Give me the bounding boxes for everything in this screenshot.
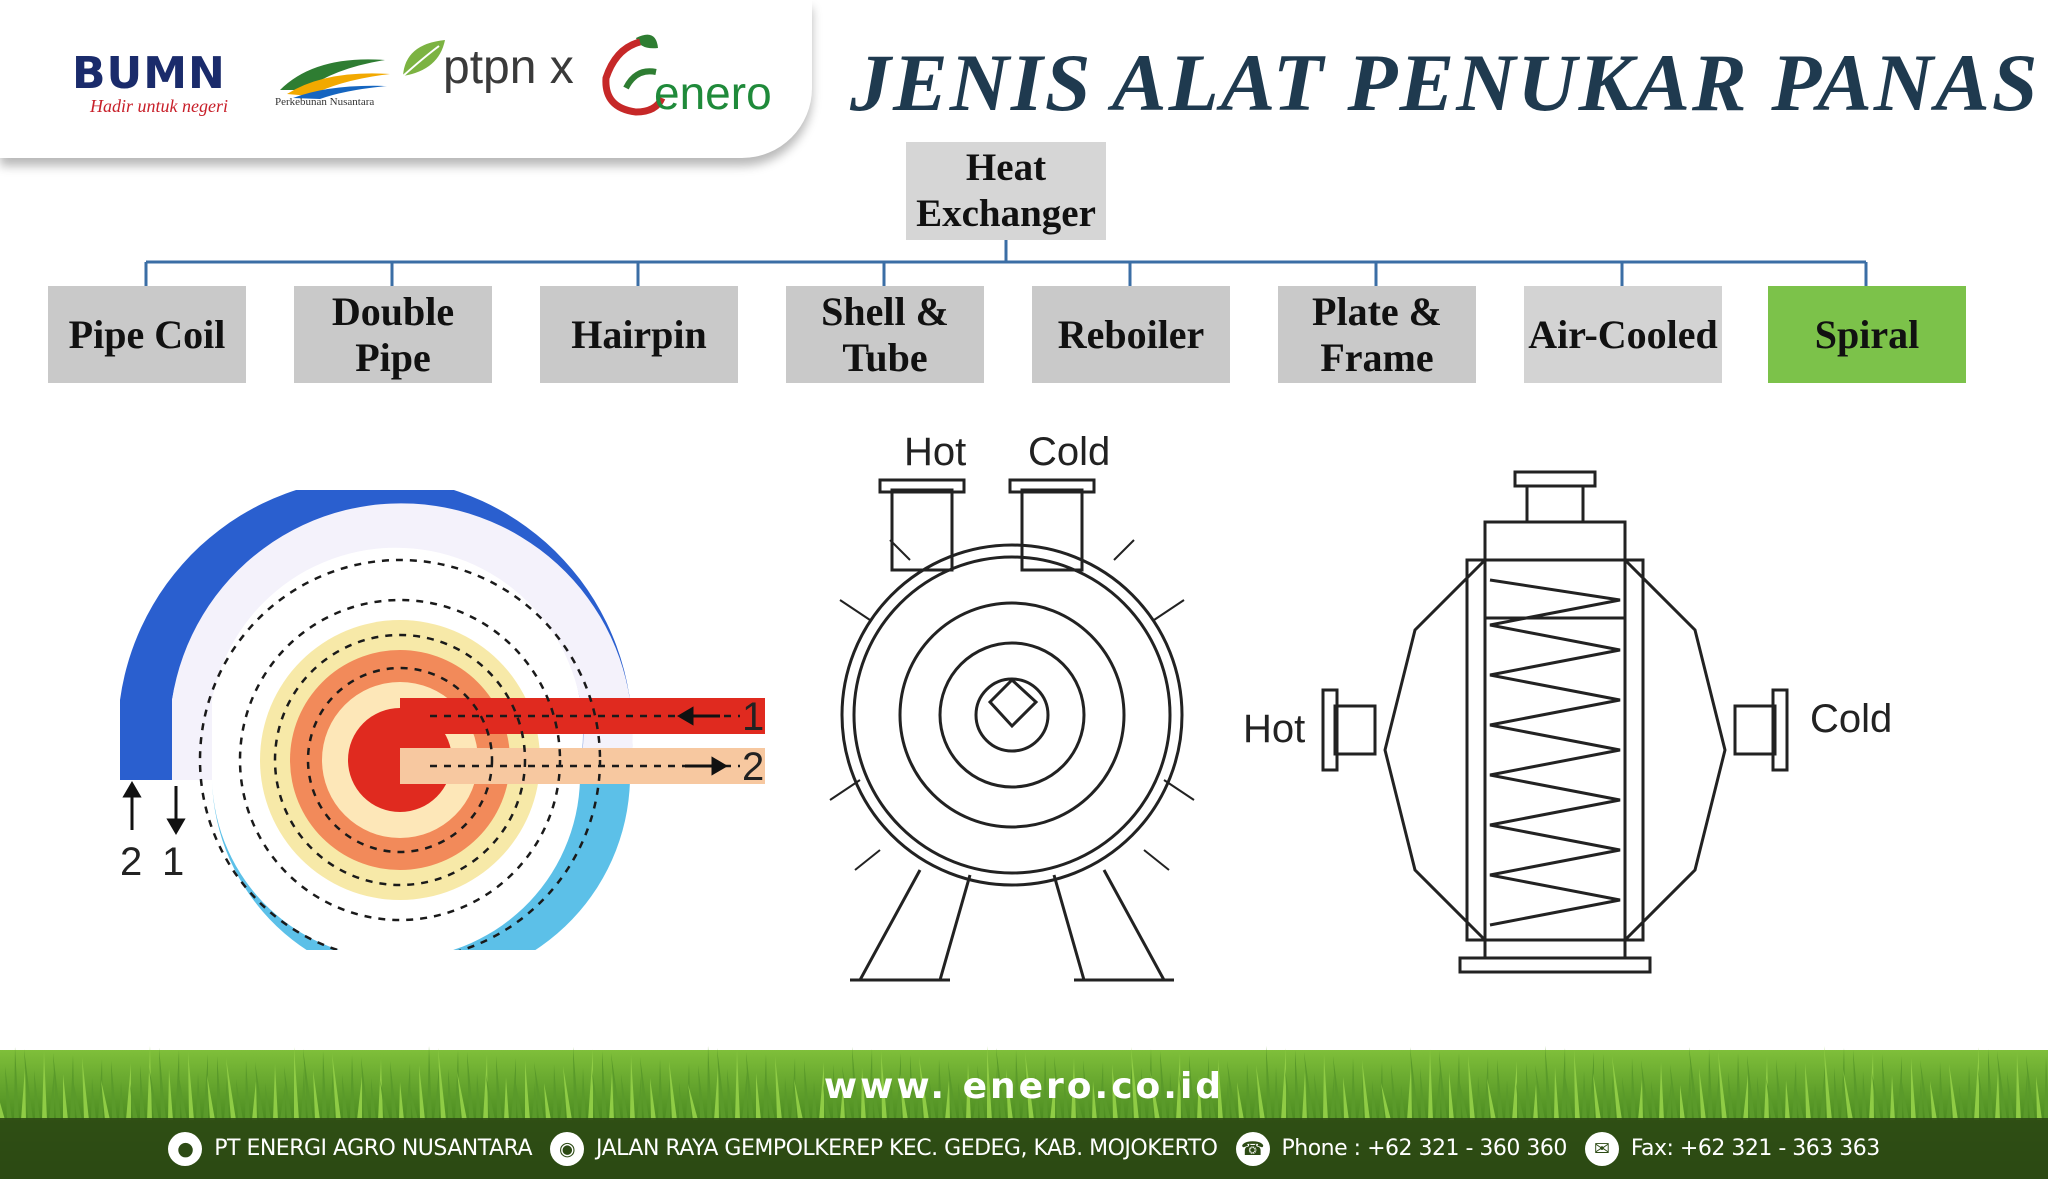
footer-band — [0, 1020, 2048, 1179]
fax-number: Fax: +62 321 - 363 363 — [1630, 1136, 1880, 1161]
grass-graphic — [0, 1046, 2048, 1179]
node-plate-and-frame: Plate & Frame — [1278, 286, 1476, 383]
spiral-label-bottom-2: 2 — [120, 840, 142, 884]
address-text: JALAN RAYA GEMPOLKEREP KEC. GEDEG, KAB. … — [596, 1136, 1218, 1161]
front-view-illustration: Hot Cold — [829, 430, 1195, 982]
light-blue-channel — [212, 770, 631, 950]
company-name: PT ENERGI AGRO NUSANTARA — [214, 1136, 532, 1161]
person-icon: ● — [168, 1131, 203, 1166]
side-label-hot: Hot — [1243, 707, 1305, 751]
node-hairpin: Hairpin — [540, 286, 738, 383]
phone-icon: ☎ — [1235, 1131, 1270, 1166]
node-pipe-coil: Pipe Coil — [48, 286, 246, 383]
node-spiral: Spiral — [1768, 286, 1966, 383]
enero-leaf-icon — [602, 34, 666, 116]
nusantara-logo: Perkebunan Nusantara — [275, 50, 395, 120]
flow-path-dashed — [198, 558, 602, 950]
node-air-cooled: Air-Cooled — [1524, 286, 1722, 383]
envelope-icon: ✉ — [1584, 1131, 1619, 1166]
bumn-wordmark: BUMN — [72, 48, 226, 99]
flow-path-dashed — [306, 666, 494, 854]
company-item: ● PT ENERGI AGRO NUSANTARA — [168, 1131, 532, 1166]
spiral-label-out-2: 2 — [742, 745, 764, 789]
ptpn-wordmark: ptpn x — [443, 41, 574, 94]
node-shell-and-tube: Shell & Tube — [786, 286, 984, 383]
flow-path-dashed — [238, 598, 562, 922]
address-item: ◉ JALAN RAYA GEMPOLKEREP KEC. GEDEG, KAB… — [550, 1131, 1218, 1166]
root-node-heat-exchanger: Heat Exchanger — [906, 142, 1106, 240]
white-channel — [172, 503, 633, 780]
side-view-illustration: Hot Cold — [1243, 470, 1892, 974]
flow-path-dashed — [273, 633, 527, 887]
tree-connectors — [144, 240, 1868, 286]
bumn-tagline: Hadir untuk negeri — [90, 96, 228, 116]
website-link[interactable]: www. enero.co.id — [823, 1066, 1225, 1107]
phone-number[interactable]: Phone : +62 321 - 360 360 — [1281, 1136, 1568, 1161]
enero-wordmark: enero — [654, 67, 772, 119]
location-pin-icon: ◉ — [550, 1131, 584, 1166]
phone-item: ☎ Phone : +62 321 - 360 360 — [1235, 1131, 1568, 1166]
spiral-label-in-1: 1 — [742, 695, 764, 739]
spiral-flow-illustration: 1 2 2 1 — [120, 490, 765, 950]
fax-item: ✉ Fax: +62 321 - 363 363 — [1584, 1131, 1880, 1166]
front-label-hot: Hot — [904, 430, 966, 474]
node-reboiler: Reboiler — [1032, 286, 1230, 383]
spiral-label-bottom-1: 1 — [162, 840, 184, 884]
bumn-logo: BUMN Hadir untuk negeri — [72, 48, 228, 117]
contact-bar: ● PT ENERGI AGRO NUSANTARA ◉ JALAN RAYA … — [0, 1118, 2048, 1179]
nusantara-text: Perkebunan Nusantara — [275, 96, 375, 108]
ptpn-logo: ptpn x — [402, 40, 574, 95]
node-double-pipe: Double Pipe — [294, 286, 492, 383]
side-label-cold: Cold — [1810, 697, 1892, 741]
leaf-icon — [402, 40, 445, 77]
front-label-cold: Cold — [1028, 430, 1110, 474]
enero-logo: enero — [600, 30, 772, 119]
page-title: JENIS ALAT PENUKAR PANAS — [850, 37, 2040, 128]
nusantara-emblem-icon — [280, 59, 390, 99]
logo-panel: BUMN Hadir untuk negeri Perkebunan Nusan… — [0, 0, 812, 158]
